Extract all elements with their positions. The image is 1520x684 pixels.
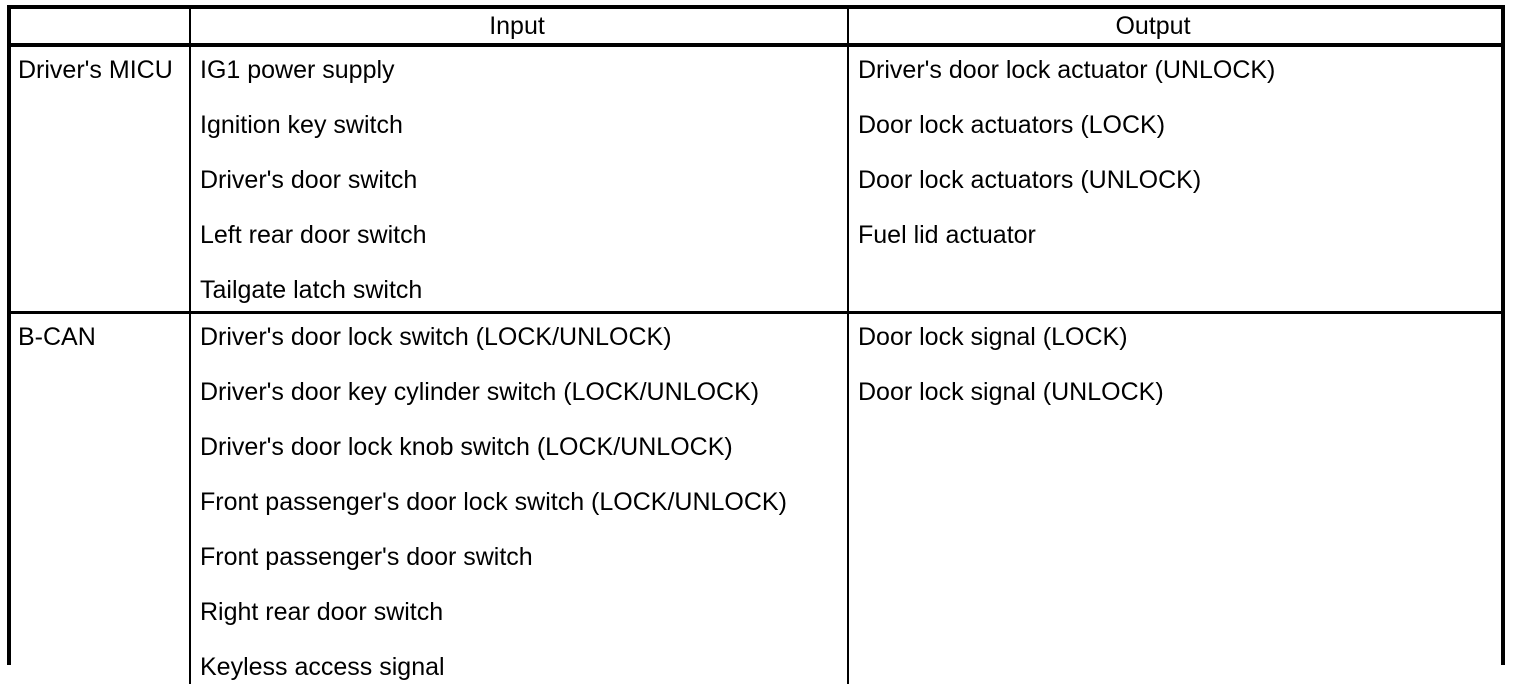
- list-item: Tailgate latch switch: [200, 275, 847, 305]
- column-header-output: Output: [848, 9, 1501, 45]
- column-header-source: [11, 9, 190, 45]
- section-input-cell-bcan: Driver's door lock switch (LOCK/UNLOCK) …: [190, 313, 848, 684]
- list-item: Driver's door lock knob switch (LOCK/UNL…: [200, 432, 847, 487]
- list-item: Door lock actuators (UNLOCK): [858, 165, 1501, 220]
- section-source-label: Driver's MICU: [18, 55, 189, 85]
- list-item: Driver's door lock actuator (UNLOCK): [858, 55, 1501, 110]
- list-item: Driver's door lock switch (LOCK/UNLOCK): [200, 322, 847, 377]
- input-list-micu: IG1 power supply Ignition key switch Dri…: [200, 55, 847, 305]
- list-item: Fuel lid actuator: [858, 220, 1501, 250]
- list-item: Door lock actuators (LOCK): [858, 110, 1501, 165]
- list-item: Driver's door switch: [200, 165, 847, 220]
- section-source-label: B-CAN: [18, 322, 189, 352]
- output-list-micu: Driver's door lock actuator (UNLOCK) Doo…: [858, 55, 1501, 250]
- table-body: Driver's MICU IG1 power supply Ignition …: [11, 45, 1501, 684]
- list-item: Front passenger's door switch: [200, 542, 847, 597]
- header-row: Input Output: [11, 9, 1501, 45]
- list-item: Door lock signal (UNLOCK): [858, 377, 1501, 407]
- section-source-cell-bcan: B-CAN: [11, 313, 190, 684]
- column-header-input-label: Input: [489, 9, 545, 43]
- section-output-cell-micu: Driver's door lock actuator (UNLOCK) Doo…: [848, 45, 1501, 313]
- list-item: Door lock signal (LOCK): [858, 322, 1501, 377]
- list-item: Ignition key switch: [200, 110, 847, 165]
- table-header: Input Output: [11, 9, 1501, 45]
- list-item: IG1 power supply: [200, 55, 847, 110]
- section-output-cell-bcan: Door lock signal (LOCK) Door lock signal…: [848, 313, 1501, 684]
- list-item: Right rear door switch: [200, 597, 847, 652]
- list-item: Keyless access signal: [200, 652, 847, 682]
- column-header-input: Input: [190, 9, 848, 45]
- section-source-cell-micu: Driver's MICU: [11, 45, 190, 313]
- column-header-output-label: Output: [1115, 9, 1190, 43]
- table-row: B-CAN Driver's door lock switch (LOCK/UN…: [11, 313, 1501, 684]
- list-item: Left rear door switch: [200, 220, 847, 275]
- table-row: Driver's MICU IG1 power supply Ignition …: [11, 45, 1501, 313]
- input-list-bcan: Driver's door lock switch (LOCK/UNLOCK) …: [200, 322, 847, 682]
- list-item: Driver's door key cylinder switch (LOCK/…: [200, 377, 847, 432]
- section-input-cell-micu: IG1 power supply Ignition key switch Dri…: [190, 45, 848, 313]
- output-list-bcan: Door lock signal (LOCK) Door lock signal…: [858, 322, 1501, 407]
- input-output-table: Input Output Driver's MICU IG1 power sup…: [7, 5, 1505, 665]
- list-item: Front passenger's door lock switch (LOCK…: [200, 487, 847, 542]
- table: Input Output Driver's MICU IG1 power sup…: [11, 9, 1501, 684]
